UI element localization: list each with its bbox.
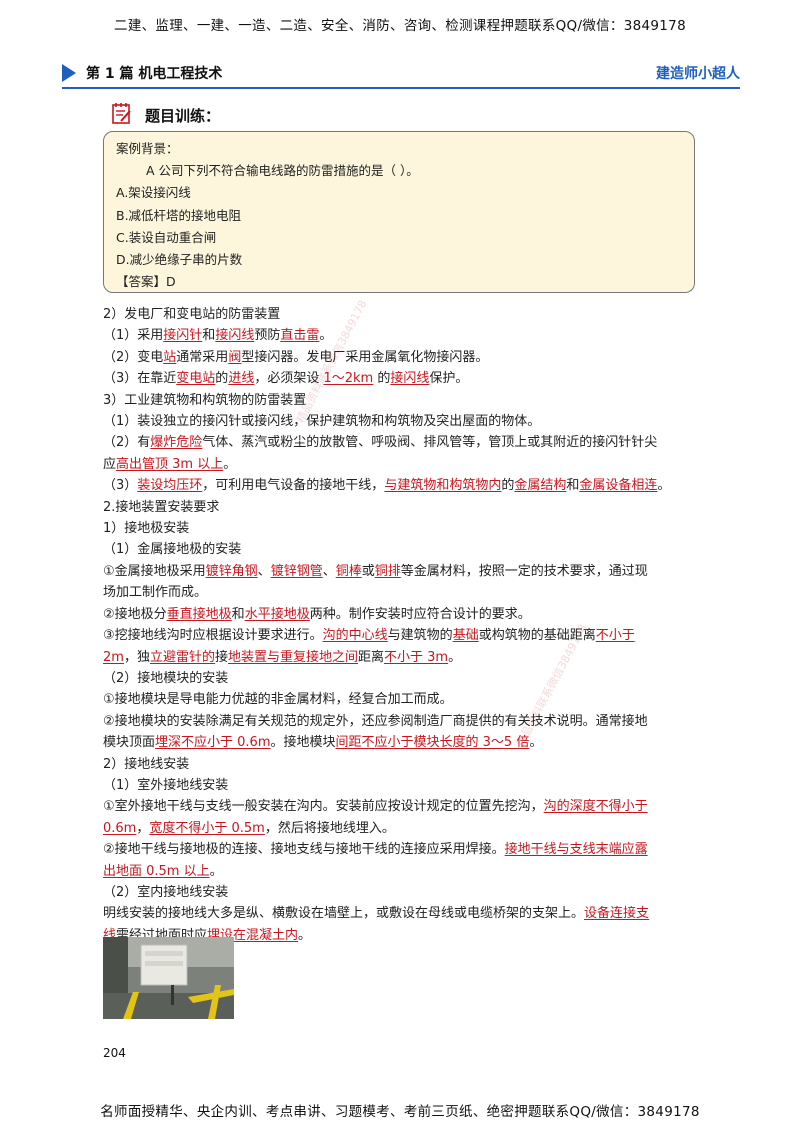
text-line: ②接地极分垂直接地极和水平接地极两种。制作安装时应符合设计的要求。 — [103, 606, 531, 622]
text-line: ②接地模块的安装除满足有关规范的规定外，还应参阅制造厂商提供的有关技术说明。通常… — [103, 713, 648, 729]
case-answer: 【答案】D — [116, 274, 176, 290]
case-box: 案例背景： A 公司下列不符合输电线路的防雷措施的是（ ）。 A.架设接闪线 B… — [103, 131, 695, 293]
emphasis: 爆炸危险 — [150, 435, 203, 451]
emphasis: 宽度不得小于 0.5m — [149, 820, 265, 836]
page-number: 204 — [103, 1046, 126, 1060]
emphasis: 镀锌钢管 — [270, 563, 323, 579]
emphasis: 接地干线与支线末端应露 — [504, 842, 648, 858]
footer-banner: 名师面授精华、央企内训、考点串讲、习题模考、考前三页纸、绝密押题联系QQ/微信：… — [100, 1104, 700, 1120]
emphasis: 间距不应小于模块长度的 3～5 倍 — [335, 735, 530, 751]
emphasis: 沟的深度不得小于 — [543, 799, 648, 815]
emphasis: 金属结构 — [514, 478, 567, 494]
chapter-title: 第 1 篇 机电工程技术 — [86, 66, 223, 82]
emphasis: 接闪线 — [390, 371, 430, 387]
emphasis: 水平接地极 — [244, 606, 310, 622]
triangle-icon — [62, 64, 76, 82]
emphasis: 直击雷 — [280, 328, 320, 344]
header-banner: 二建、监理、一建、一造、二造、安全、消防、咨询、检测课程押题联系QQ/微信：38… — [114, 18, 686, 34]
case-option: D.减少绝缘子串的片数 — [116, 252, 243, 268]
text-line: ①室外接地干线与支线一般安装在沟内。安装前应按设计规定的位置先挖沟，沟的深度不得… — [103, 799, 648, 815]
text-line: 场加工制作而成。 — [103, 585, 208, 601]
case-option: A.架设接闪线 — [116, 185, 191, 201]
section-heading: 2）发电厂和变电站的防雷装置 — [103, 307, 281, 322]
emphasis: 阀 — [228, 349, 242, 365]
emphasis: 0.6m — [103, 820, 137, 836]
section-heading: （1）金属接地极的安装 — [103, 542, 242, 558]
text-line: 2m，独立避雷针的接地装置与重复接地之间距离不小于 3m。 — [103, 649, 462, 665]
text-line: 应高出管顶 3m 以上。 — [103, 456, 237, 472]
text-line: 模块顶面埋深不应小于 0.6m。接地模块间距不应小于模块长度的 3～5 倍。 — [103, 735, 543, 751]
section-heading: （1）室外接地线安装 — [103, 777, 229, 793]
emphasis: 立避雷针的 — [149, 649, 215, 665]
emphasis: 接闪针 — [163, 328, 203, 344]
emphasis: 地装置与重复接地之间 — [227, 649, 358, 665]
text-line: ①接地模块是导电能力优越的非金属材料，经复合加工而成。 — [103, 692, 453, 708]
emphasis: 埋深不应小于 0.6m — [155, 735, 271, 751]
emphasis: 进线 — [228, 371, 255, 387]
text-line: ③挖接地线沟时应根据设计要求进行。沟的中心线与建筑物的基础或构筑物的基础距离不小… — [103, 628, 635, 644]
section-heading: （2）接地模块的安装 — [103, 670, 229, 686]
emphasis: 1～2km — [323, 371, 374, 387]
grounding-photo — [103, 937, 234, 1019]
brand-name: 建造师小超人 — [656, 66, 740, 82]
text-line: 0.6m，宽度不得小于 0.5m，然后将接地线埋入。 — [103, 820, 395, 836]
emphasis: 装设均压环 — [137, 478, 203, 494]
emphasis: 出地面 0.5m 以上 — [103, 863, 210, 879]
text-line: （2）变电站通常采用阀型接闪器。发电厂采用金属氧化物接闪器。 — [103, 349, 489, 365]
section-heading: 2.接地装置安装要求 — [103, 499, 220, 515]
text-line: 出地面 0.5m 以上。 — [103, 863, 223, 879]
emphasis: 不小于 — [595, 628, 635, 644]
text-line: （1）采用接闪针和接闪线预防直击雷。 — [103, 328, 333, 344]
emphasis: 铜棒 — [335, 563, 362, 579]
section-heading: 3）工业建筑物和构筑物的防雷装置 — [103, 392, 307, 408]
case-option: B.减低杆塔的接地电阻 — [116, 207, 242, 223]
content-body: 2）发电厂和变电站的防雷装置 （1）采用接闪针和接闪线预防直击雷。 （2）变电站… — [103, 304, 699, 946]
text-line: ①金属接地极采用镀锌角钢、镀锌钢管、铜棒或铜排等金属材料，按照一定的技术要求，通… — [103, 563, 648, 579]
training-label: 题目训练： — [145, 107, 221, 125]
notepad-icon — [112, 103, 131, 124]
emphasis: 沟的中心线 — [322, 628, 388, 644]
emphasis: 接闪线 — [215, 328, 255, 344]
text-line: （2）有爆炸危险气体、蒸汽或粉尘的放散管、呼吸阀、排风管等，管顶上或其附近的接闪… — [103, 435, 658, 451]
emphasis: 设备连接支 — [584, 906, 650, 922]
emphasis: 高出管顶 3m 以上 — [116, 456, 224, 472]
section-heading: 1）接地极安装 — [103, 521, 190, 537]
text-line: ②接地干线与接地极的连接、接地支线与接地干线的连接应采用焊接。接地干线与支线末端… — [103, 842, 648, 858]
emphasis: 不小于 3m — [384, 649, 449, 665]
emphasis: 变电站 — [176, 371, 216, 387]
section-heading: 2）接地线安装 — [103, 756, 190, 772]
chapter-rule — [62, 87, 740, 89]
text-line: 明线安装的接地线大多是纵、横敷设在墙壁上，或敷设在母线或电缆桥架的支架上。设备连… — [103, 906, 650, 922]
text-line: （3）装设均压环，可利用电气设备的接地干线，与建筑物和构筑物内的金属结构和金属设… — [103, 478, 671, 494]
chapter-bar: 第 1 篇 机电工程技术 建造师小超人 — [62, 60, 740, 89]
section-heading: （2）室内接地线安装 — [103, 884, 229, 900]
text-line: （1）装设独立的接闪针或接闪线，保护建筑物和构筑物及突出屋面的物体。 — [103, 414, 541, 430]
emphasis: 站 — [163, 349, 177, 365]
emphasis: 基础 — [452, 628, 479, 644]
emphasis: 与建筑物和构筑物内 — [384, 478, 502, 494]
case-question: A 公司下列不符合输电线路的防雷措施的是（ ）。 — [146, 163, 419, 179]
emphasis: 金属设备相连 — [579, 478, 658, 494]
emphasis: 镀锌角钢 — [205, 563, 258, 579]
case-option: C.装设自动重合闸 — [116, 229, 217, 245]
emphasis: 2m — [103, 649, 124, 665]
emphasis: 垂直接地极 — [166, 606, 232, 622]
case-title: 案例背景： — [116, 141, 179, 156]
text-line: （3）在靠近变电站的进线，必须架设 1～2km 的接闪线保护。 — [103, 371, 469, 387]
emphasis: 铜排 — [374, 563, 401, 579]
